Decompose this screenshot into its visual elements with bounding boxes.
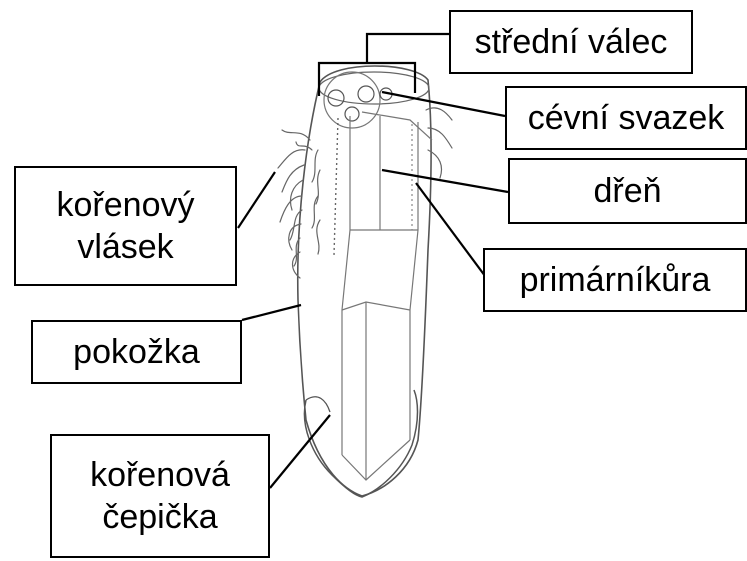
label-pokozka: pokožka — [31, 320, 242, 384]
label-korenova-cepicka-line2: čepička — [102, 496, 217, 539]
cutaway-block — [342, 112, 432, 480]
leader-korenova-cepicka — [270, 415, 330, 488]
central-strand — [334, 118, 338, 255]
label-korenovy-vlasek-line1: kořenový — [57, 184, 195, 227]
label-korenova-cepicka-line1: kořenová — [90, 454, 230, 497]
label-korenovy-vlasek-line2: vlásek — [77, 226, 173, 269]
leader-dren — [382, 170, 508, 192]
label-primarni-kura: primárníkůra — [483, 248, 747, 312]
leader-cevni-svazek — [382, 92, 505, 116]
label-dren: dřeň — [508, 158, 747, 224]
root-cap-outline — [304, 390, 417, 497]
root-cap-fold — [306, 397, 330, 412]
label-dren-text: dřeň — [593, 170, 661, 213]
label-stredni-valec: střední válec — [449, 10, 693, 74]
label-korenovy-vlasek: kořenový vlásek — [14, 166, 237, 286]
leader-lines — [238, 34, 508, 488]
leader-pokozka — [242, 305, 301, 320]
label-cevni-svazek: cévní svazek — [505, 86, 747, 150]
label-cevni-svazek-text: cévní svazek — [528, 97, 725, 140]
label-korenova-cepicka: kořenová čepička — [50, 434, 270, 558]
label-pokozka-text: pokožka — [73, 331, 200, 374]
leader-korenovy-vlasek — [238, 172, 275, 228]
label-stredni-valec-text: střední válec — [475, 21, 668, 64]
label-primarni-kura-text: primárníkůra — [520, 259, 711, 302]
root-hairs — [278, 108, 452, 278]
leader-stredni-valec — [319, 34, 449, 96]
